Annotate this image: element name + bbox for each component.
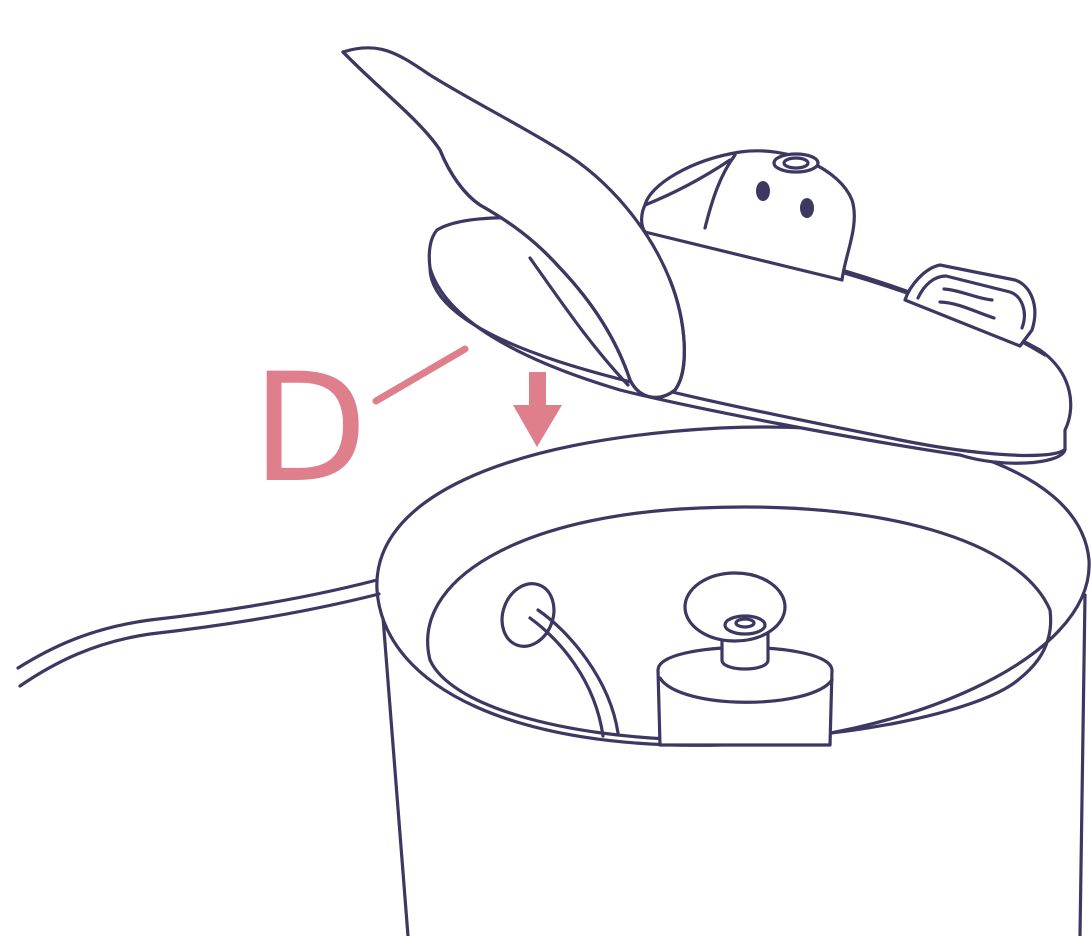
lid-spout-fold [643, 158, 732, 207]
callout-d: D [252, 342, 562, 516]
reservoir-right-wall [1078, 593, 1087, 936]
pump-body-band [658, 676, 834, 704]
grommet-cable-1 [528, 616, 605, 738]
pump [656, 571, 834, 747]
hand-lower-line [341, 50, 686, 399]
cable-inner [18, 592, 381, 688]
lid-filter-groove-2 [938, 300, 996, 320]
lid-spout-fold2 [703, 153, 737, 230]
down-arrow-shaft [529, 372, 546, 410]
spout-dot-left [756, 181, 770, 201]
down-arrow-icon [513, 372, 562, 447]
spout-dot-right [800, 198, 814, 218]
cable-outer [16, 578, 379, 670]
grommet-cable-2 [536, 608, 620, 735]
lid-spout-hole [772, 152, 820, 174]
reservoir-inner-rim [426, 505, 1053, 682]
pump-nozzle-hole [734, 617, 756, 629]
cable-grommet [500, 582, 620, 738]
pump-nozzle [723, 614, 767, 636]
hand [341, 46, 686, 399]
lid-spout-hole-inner [782, 156, 810, 170]
callout-letter: D [252, 342, 368, 516]
reservoir-left-wall [379, 590, 410, 936]
finger-crease [528, 256, 630, 387]
down-arrow-head [513, 405, 562, 447]
power-cable [16, 578, 381, 688]
leader-line [372, 345, 469, 405]
lid-filter-tab-inner [916, 274, 1026, 330]
lid-filter-groove-1 [942, 287, 994, 302]
grommet-outer [500, 582, 556, 648]
lid-edge [428, 266, 1066, 458]
lid-filter-tab [903, 263, 1037, 348]
